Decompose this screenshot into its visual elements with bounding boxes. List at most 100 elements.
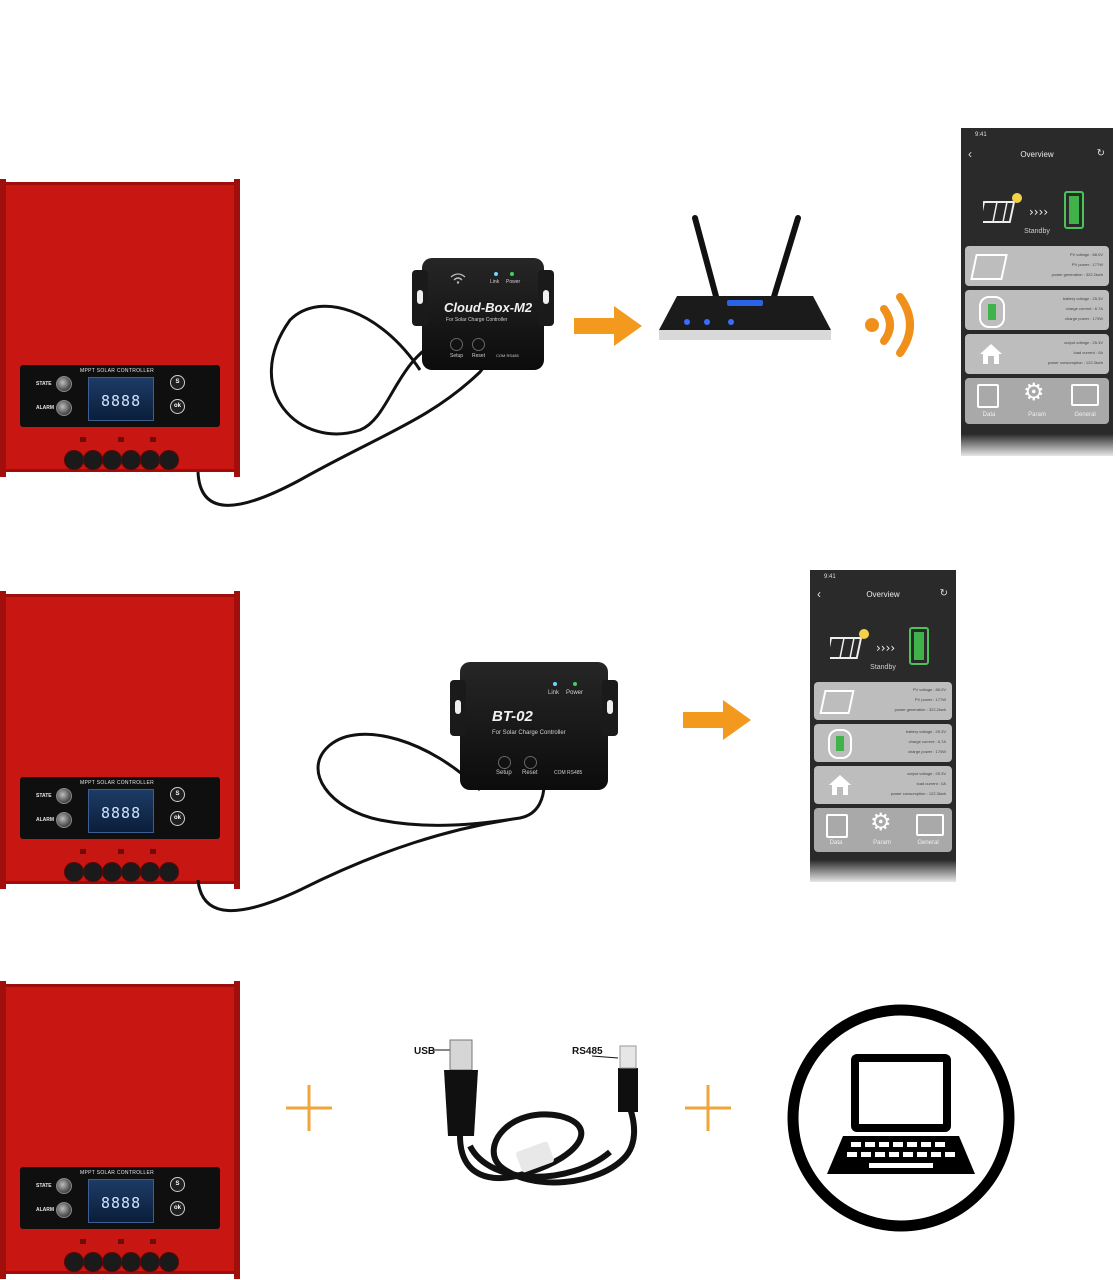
laptop-icon [787, 1004, 1015, 1232]
solar-panel-icon [819, 690, 855, 714]
port-label: COM RS485 [554, 770, 583, 776]
ok-button: ok [170, 1201, 185, 1216]
mounting-ear [602, 680, 618, 736]
panel-title: MPPT SOLAR CONTROLLER [80, 1170, 154, 1176]
battery-line: battery voltage : 25.3V [1062, 296, 1103, 301]
pv-line: power generation : 322.2kwh [894, 707, 946, 712]
pv-line: PV power : 177W [1071, 262, 1103, 267]
nav-bar: ⚙ Data Param General [965, 378, 1109, 424]
terminal-port [83, 450, 103, 470]
s-button: S [170, 375, 185, 390]
controller-panel: MPPT SOLAR CONTROLLER STATE ALARM 8888 S… [20, 1167, 220, 1229]
link-label: Link [548, 690, 560, 696]
mounting-flange [0, 179, 6, 477]
output-card: output voltage : 25.3V load current : 0A… [814, 766, 952, 804]
battery-line: charge current : 6.7A [908, 739, 946, 744]
solar-to-battery-icon: ›››› [983, 191, 1084, 229]
mounting-ear [450, 680, 466, 736]
terminal-ports [64, 450, 182, 470]
terminal-port [83, 862, 103, 882]
svg-text:››››: ›››› [1029, 205, 1048, 219]
output-line: power consumption : 122.3kwh [1047, 360, 1103, 365]
pv-line: PV power : 177W [914, 697, 946, 702]
wifi-icon [450, 273, 466, 284]
terminal-port [159, 450, 179, 470]
mounting-flange [0, 981, 6, 1279]
mounting-flange [0, 591, 6, 889]
landscape-footer [810, 860, 956, 882]
battery-icon [828, 729, 852, 759]
setup-label: Setup [496, 770, 512, 776]
home-icon [980, 344, 1002, 364]
power-led [573, 682, 577, 686]
link-label: Link [490, 279, 500, 285]
terminal-port [64, 862, 84, 882]
landscape-footer [961, 434, 1113, 456]
param-gear-icon: ⚙ [1023, 379, 1045, 406]
app-screen-1: 9:41 Overview ‹ ↻ ›››› Standby PV voltag… [961, 128, 1113, 456]
setup-button [498, 756, 511, 769]
status-time: 9:41 [824, 574, 836, 580]
mounting-flange [234, 981, 240, 1279]
nav-data: Data [829, 840, 843, 846]
reset-button [472, 338, 485, 351]
solar-controller-3: MPPT SOLAR CONTROLLER STATE ALARM 8888 S… [0, 981, 240, 1279]
power-label: Power [566, 690, 584, 696]
bt-02-module: Link Power BT-02 For Solar Charge Contro… [450, 662, 618, 790]
lcd-display: 8888 [88, 1179, 154, 1223]
refresh-icon: ↻ [939, 588, 948, 599]
cloud-box-m2-module: Link Power Cloud-Box-M2 For Solar Charge… [412, 258, 554, 370]
terminal-port [102, 862, 122, 882]
terminal-port [140, 862, 160, 882]
pv-card: PV voltage : 88.0V PV power : 177W power… [814, 682, 952, 720]
controller-panel: MPPT SOLAR CONTROLLER STATE ALARM 8888 S… [20, 365, 220, 427]
battery-card: battery voltage : 25.3V charge current :… [965, 290, 1109, 330]
pv-card: PV voltage : 88.0V PV power : 177W power… [965, 246, 1109, 286]
lcd-digits: 8888 [101, 804, 142, 822]
pv-line: power generation : 322.2kwh [1051, 272, 1103, 277]
terminal-port [140, 450, 160, 470]
lcd-display: 8888 [88, 789, 154, 833]
reset-label: Reset [472, 353, 486, 359]
nav-general: General [917, 840, 939, 846]
output-line: load current : 0A [916, 781, 946, 786]
module-name: BT-02 [492, 708, 533, 725]
battery-line: charge power : 170W [1064, 316, 1103, 321]
state-indicator [56, 376, 72, 392]
general-icon [1071, 384, 1099, 406]
back-icon: ‹ [817, 587, 821, 601]
terminal-mark [80, 1239, 86, 1244]
svg-text:››››: ›››› [876, 641, 895, 655]
app-title: Overview [866, 590, 900, 599]
refresh-icon: ↻ [1096, 148, 1105, 159]
power-label: Power [506, 279, 521, 285]
link-led [553, 682, 557, 686]
panel-title: MPPT SOLAR CONTROLLER [80, 780, 154, 786]
power-led [510, 272, 514, 276]
alarm-label: ALARM [36, 1207, 55, 1213]
ok-button: ok [170, 399, 185, 414]
setup-label: Setup [450, 353, 464, 359]
terminal-mark [150, 1239, 156, 1244]
state-indicator [56, 788, 72, 804]
battery-icon [979, 296, 1005, 328]
pv-line: PV voltage : 88.0V [912, 687, 946, 692]
data-icon [977, 384, 999, 408]
terminal-port [64, 450, 84, 470]
solar-to-battery-icon: ›››› [830, 627, 929, 665]
link-led [494, 272, 498, 276]
lcd-digits: 8888 [101, 392, 142, 410]
nav-param: Param [1028, 412, 1046, 418]
alarm-label: ALARM [36, 817, 55, 823]
terminal-port [102, 1252, 122, 1272]
module-name: Cloud-Box-M2 [444, 300, 533, 315]
terminal-port [64, 1252, 84, 1272]
terminal-ports [64, 862, 182, 882]
lcd-display: 8888 [88, 377, 154, 421]
status-text: Standby [870, 664, 896, 671]
battery-card: battery voltage : 25.3V charge current :… [814, 724, 952, 762]
terminal-port [140, 1252, 160, 1272]
terminal-port [121, 450, 141, 470]
s-button: S [170, 1177, 185, 1192]
terminal-port [102, 450, 122, 470]
